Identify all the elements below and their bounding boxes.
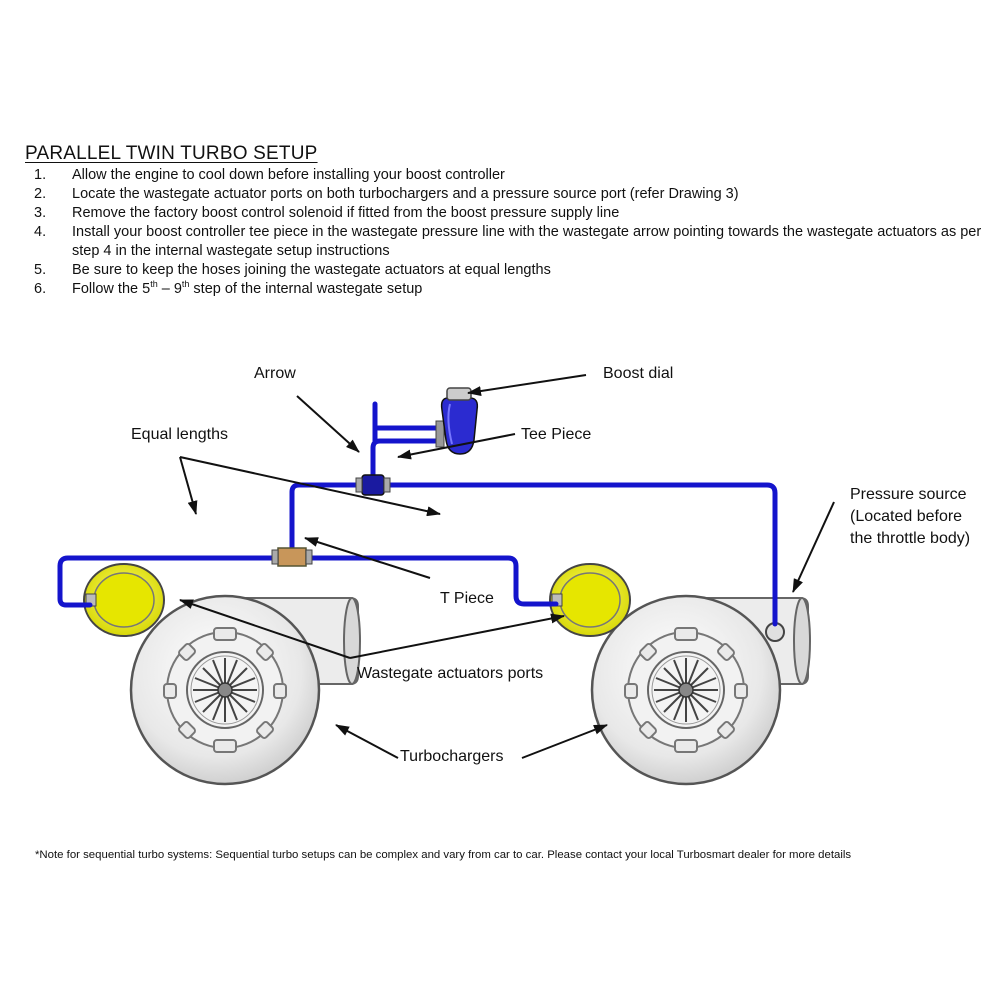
label-t-piece: T Piece	[440, 590, 494, 607]
step-text: Remove the factory boost control solenoi…	[72, 205, 620, 221]
label-arrow: Arrow	[254, 365, 296, 382]
step-text: Follow the 5th – 9th step of the interna…	[72, 280, 994, 299]
boost-dial-controller	[435, 387, 479, 455]
label-equal-lengths: Equal lengths	[131, 426, 228, 443]
t-piece-fitting	[271, 547, 313, 567]
step-text-part: – 9	[157, 281, 182, 297]
label-wastegate-ports: Wastegate actuators ports	[357, 665, 543, 682]
step-number: 1.	[34, 167, 47, 183]
superscript: th	[181, 279, 190, 289]
step-number: 4.	[34, 224, 47, 240]
step-number: 3.	[34, 205, 47, 221]
list-item: 6. Follow the 5th – 9th step of the inte…	[34, 280, 994, 299]
left-wastegate-actuator	[83, 563, 165, 637]
label-turbochargers: Turbochargers	[400, 748, 503, 765]
left-turbocharger	[129, 594, 361, 786]
right-wastegate-actuator	[549, 563, 631, 637]
right-turbocharger	[590, 594, 811, 786]
step-text-part: Follow the 5	[72, 281, 151, 297]
callout-arrows	[179, 374, 835, 759]
instruction-list: 1. Allow the engine to cool down before …	[34, 166, 994, 299]
list-item: 4. Install your boost controller tee pie…	[34, 223, 994, 261]
superscript: th	[150, 279, 158, 289]
step-text-part: step of the internal wastegate setup	[189, 281, 423, 297]
step-text: Be sure to keep the hoses joining the wa…	[72, 262, 551, 278]
label-pressure-source: Pressure source	[850, 486, 967, 503]
label-pressure-source-line3: the throttle body)	[850, 530, 970, 547]
label-pressure-source-line2: (Located before	[850, 508, 962, 525]
list-item: 1. Allow the engine to cool down before …	[34, 166, 994, 185]
step-number: 6.	[34, 281, 47, 297]
list-item: 2. Locate the wastegate actuator ports o…	[34, 185, 994, 204]
step-text: Allow the engine to cool down before ins…	[72, 167, 505, 183]
list-item: 5. Be sure to keep the hoses joining the…	[34, 261, 994, 280]
step-number: 2.	[34, 186, 47, 202]
step-text: Locate the wastegate actuator ports on b…	[72, 186, 739, 202]
step-text: Install your boost controller tee piece …	[72, 224, 982, 259]
tee-piece-fitting	[355, 474, 391, 496]
page-title: PARALLEL TWIN TURBO SETUP	[25, 143, 318, 164]
label-boost-dial: Boost dial	[603, 365, 673, 382]
footnote: *Note for sequential turbo systems: Sequ…	[35, 849, 852, 861]
label-tee-piece: Tee Piece	[521, 426, 591, 443]
list-item: 3. Remove the factory boost control sole…	[34, 204, 994, 223]
step-number: 5.	[34, 262, 47, 278]
